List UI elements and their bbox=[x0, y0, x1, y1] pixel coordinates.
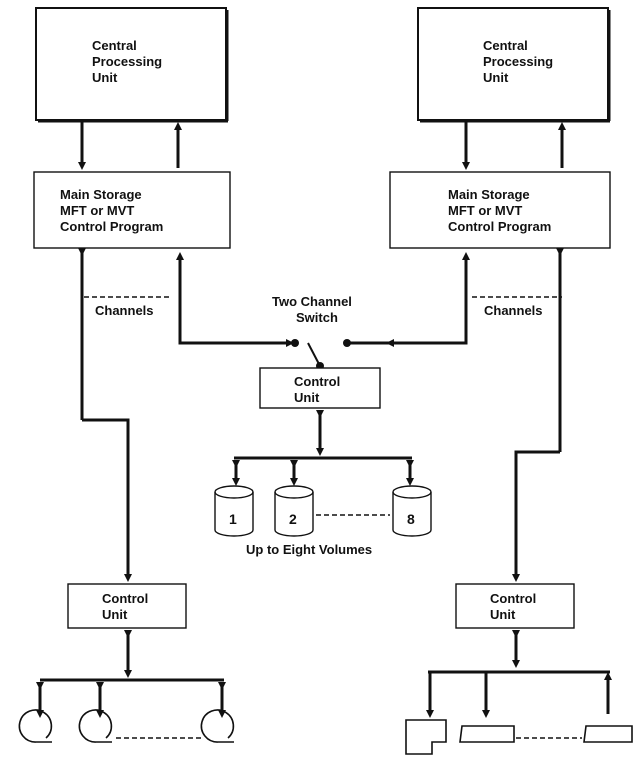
card-device-icon bbox=[459, 725, 515, 743]
left-storage-label-2: MFT or MVT bbox=[60, 203, 134, 218]
disk-volume-icon: 8 bbox=[392, 485, 432, 537]
shared-cu-label-2: Unit bbox=[294, 390, 320, 405]
right-system: Central Processing Unit Main Storage MFT… bbox=[350, 7, 633, 755]
right-storage-label-2: MFT or MVT bbox=[448, 203, 522, 218]
left-cu-label-2: Unit bbox=[102, 607, 128, 622]
right-control-unit-box: Control Unit bbox=[455, 583, 575, 629]
right-cpu-box: Central Processing Unit bbox=[417, 7, 611, 123]
left-storage-label-1: Main Storage bbox=[60, 187, 142, 202]
left-storage-label-3: Control Program bbox=[60, 219, 163, 234]
tape-drive-icon bbox=[78, 709, 113, 743]
disk-volume-label-2: 2 bbox=[289, 511, 297, 527]
right-cu-label-1: Control bbox=[490, 591, 536, 606]
disk-volume-icon: 2 bbox=[274, 485, 314, 537]
right-storage-label-3: Control Program bbox=[448, 219, 551, 234]
switch-contact-right bbox=[343, 339, 351, 347]
tape-drive-icon bbox=[200, 709, 235, 743]
disk-volume-label-1: 1 bbox=[229, 511, 237, 527]
switch-label-1: Two Channel bbox=[272, 294, 352, 309]
shared-subsystem: Two Channel Switch Control Unit 1 2 bbox=[214, 294, 432, 557]
disk-volume-label-3: 8 bbox=[407, 511, 415, 527]
right-switch-channel-line bbox=[350, 256, 468, 345]
left-system: Central Processing Unit Main Storage MFT… bbox=[18, 7, 294, 743]
left-cpu-label-2: Processing bbox=[92, 54, 162, 69]
shared-control-unit-box: Control Unit bbox=[259, 367, 381, 409]
right-cu-label-2: Unit bbox=[490, 607, 516, 622]
card-device-icon bbox=[583, 725, 633, 743]
left-cpu-label-3: Unit bbox=[92, 70, 118, 85]
right-storage-label-1: Main Storage bbox=[448, 187, 530, 202]
switch-label-2: Switch bbox=[296, 310, 338, 325]
left-cpu-label-1: Central bbox=[92, 38, 137, 53]
left-channel-line-lower bbox=[82, 418, 132, 582]
left-cpu-box: Central Processing Unit bbox=[35, 7, 229, 123]
card-device-icon bbox=[405, 719, 447, 755]
right-cpu-label-3: Unit bbox=[483, 70, 509, 85]
disk-volume-icon: 1 bbox=[214, 485, 254, 537]
right-channels-label: Channels bbox=[484, 303, 543, 318]
right-channel-line-lower bbox=[512, 450, 560, 582]
left-cu-label-1: Control bbox=[102, 591, 148, 606]
switch-contact-left bbox=[291, 339, 299, 347]
left-control-unit-box: Control Unit bbox=[67, 583, 187, 629]
shared-cu-label-1: Control bbox=[294, 374, 340, 389]
right-cpu-label-1: Central bbox=[483, 38, 528, 53]
tape-drive-icon bbox=[18, 709, 53, 743]
left-channels-label: Channels bbox=[95, 303, 154, 318]
left-main-storage-box: Main Storage MFT or MVT Control Program bbox=[33, 171, 231, 249]
volumes-caption: Up to Eight Volumes bbox=[246, 542, 372, 557]
right-cpu-label-2: Processing bbox=[483, 54, 553, 69]
switch-blade bbox=[307, 342, 321, 367]
right-main-storage-box: Main Storage MFT or MVT Control Program bbox=[389, 171, 611, 249]
